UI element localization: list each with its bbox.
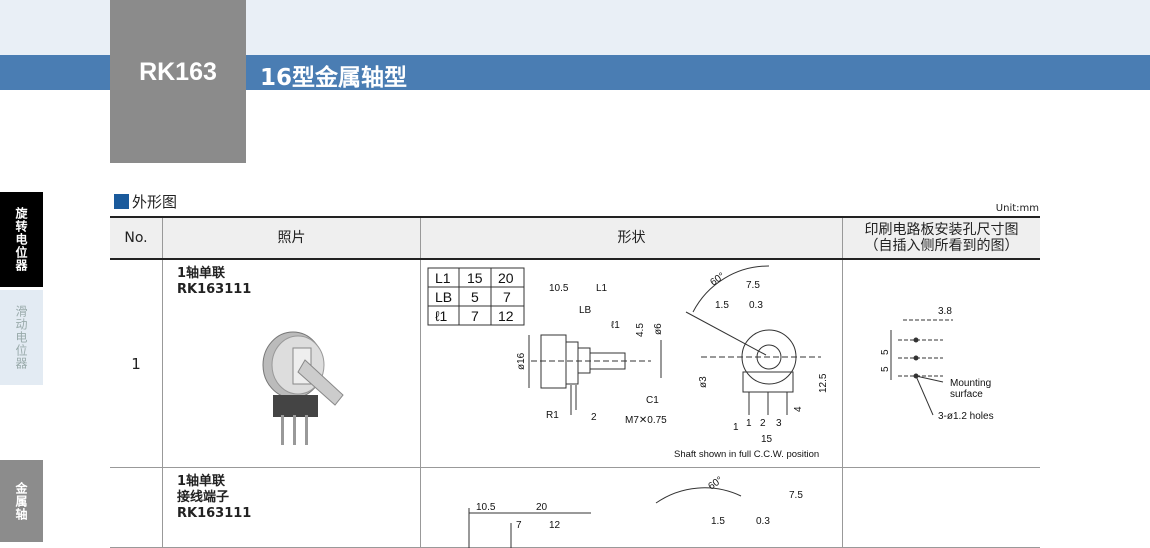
side-view-labels: 10.5 L1 LB ℓ1 4.5 ø6 ø16 C1 R1 2 M7✕0.75 [516,283,667,426]
dim-text: 3.8 [938,306,952,317]
dim-text: L1 [596,283,608,294]
front-view [685,265,821,415]
dim-text: 0.3 [749,300,763,311]
dim-text: 12 [549,520,561,531]
dim-text: 5 [880,366,891,372]
dim-text: 4.5 [635,323,646,337]
square-bullet-icon [114,194,129,209]
dim-text: surface [950,389,983,400]
product-code: RK163111 [177,506,252,521]
dim-text: 20 [536,502,548,513]
section-title: 外形图 [132,193,178,211]
header-photo: 照片 [163,218,421,258]
dim-text: 60° [708,271,727,289]
product-type: 1轴单联 [177,474,226,489]
dim-text: 7.5 [746,280,760,291]
pcb-drawing-cell: 3.8 5 5 Mounting surface 3-ø1.2 holes [843,260,1040,467]
model-box [110,0,246,163]
page-title: 16型金属轴型 [260,65,408,91]
dim-text: ø16 [516,352,527,370]
dim-text: 3-ø1.2 holes [938,411,994,422]
dim-text: 1 [733,422,739,433]
dim-text: ℓ1 [611,320,620,331]
dim-text: 2 [760,418,766,429]
dim-text: LB [579,305,592,316]
sidebar-tab-slide[interactable]: 滑动电位器 [0,290,43,385]
product-cell: 1轴单联 RK163111 [163,260,421,467]
dim-text: 12.5 [818,373,829,393]
header-shape: 形状 [421,218,843,258]
dim-text: 5 [880,349,891,355]
dim-text: 15 [761,434,773,445]
dim-text: 1.5 [711,516,725,527]
header-pcb-line2: （自插入侧所看到的图） [864,238,1019,254]
dim-value: 7 [471,308,479,324]
table-row: 1轴单联 接线端子 RK163111 10.5 20 7 12 60° 7.5 … [110,468,1040,548]
dim-text: 0.3 [756,516,770,527]
dim-text: 1 [746,418,752,429]
dim-label: LB [435,289,452,305]
dim-value: 12 [498,308,514,324]
dim-label: ℓ1 [435,308,448,324]
product-type: 1轴单联 [177,266,226,281]
dim-value: 5 [471,289,479,305]
dim-text: ø3 [698,376,709,388]
product-cell: 1轴单联 接线端子 RK163111 [163,468,421,547]
front-view-labels: 60° 7.5 1.5 0.3 ø3 12.5 4 1 1 2 3 15 Sha… [674,271,829,460]
pcb-drawing: 3.8 5 5 Mounting surface 3-ø1.2 holes [880,306,994,422]
drawing-note: Shaft shown in full C.C.W. position [674,449,819,460]
dim-value: 15 [467,270,483,286]
product-terminal: 接线端子 [177,490,230,505]
row-number: 1 [110,260,163,467]
dimensions-table: No. 照片 形状 印刷电路板安装孔尺寸图（自插入侧所看到的图） 1 1轴单联 … [110,216,1040,548]
dim-text: R1 [546,410,559,421]
dim-text: M7✕0.75 [625,415,667,426]
product-photo [262,331,344,445]
header-no: No. [110,218,163,258]
header-pcb: 印刷电路板安装孔尺寸图（自插入侧所看到的图） [843,218,1040,258]
dim-text: 3 [776,418,782,429]
dim-text: 4 [793,406,804,412]
dim-text: 2 [591,412,597,423]
unit-label: Unit:mm [995,203,1039,214]
shape-drawing-cell: 10.5 20 7 12 60° 7.5 1.5 0.3 [421,468,843,548]
dim-text: Mounting [950,378,991,389]
dim-text: 10.5 [476,502,496,513]
product-code: RK163111 [177,282,252,297]
section-heading: 外形图 [114,191,177,212]
pcb-drawing-cell [843,468,1040,547]
dim-text: 7 [516,520,522,531]
shape-drawing: 10.5 20 7 12 60° 7.5 1.5 0.3 [468,475,803,548]
dim-text: 7.5 [789,490,803,501]
sidebar-tab-metal-shaft[interactable]: 金属轴 [0,460,43,542]
dim-value: 20 [498,270,514,286]
header-pcb-line1: 印刷电路板安装孔尺寸图 [864,222,1019,238]
dim-value: 7 [503,289,511,305]
model-number: RK163 [139,58,217,86]
dim-text: 10.5 [549,283,569,294]
dim-text: ø6 [653,323,664,335]
sidebar-tab-rotary[interactable]: 旋转电位器 [0,192,43,287]
row-number [110,468,163,547]
dim-label: L1 [435,270,451,286]
dim-text: 1.5 [715,300,729,311]
dim-text: C1 [646,395,659,406]
side-view [528,334,662,415]
dimension-table: L1 15 20 LB 5 7 ℓ1 7 12 [427,267,525,326]
table-header: No. 照片 形状 印刷电路板安装孔尺寸图（自插入侧所看到的图） [110,218,1040,260]
